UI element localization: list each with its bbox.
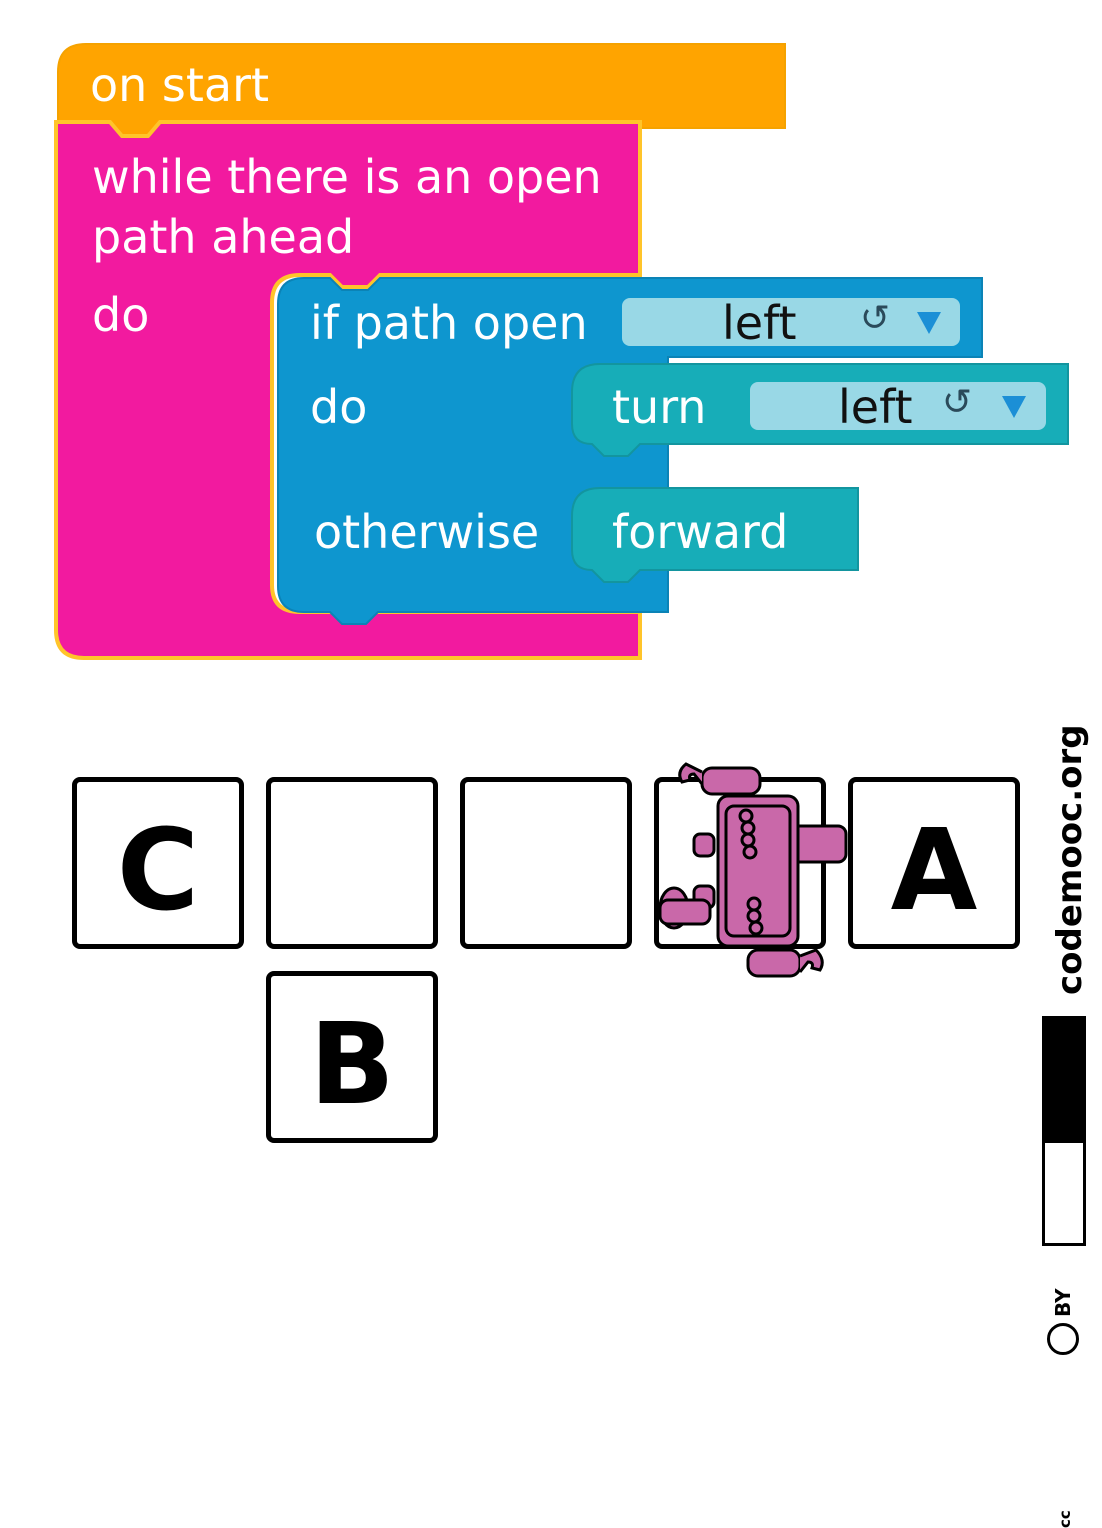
maze-cell: [266, 777, 438, 949]
maze-cell-b: B: [266, 971, 438, 1143]
rotate-left-icon: ↺: [942, 382, 973, 423]
if-do-label: do: [310, 380, 368, 434]
cell-letter: B: [309, 1000, 395, 1130]
otherwise-label: otherwise: [314, 505, 540, 559]
maze-cell-a: A: [848, 777, 1020, 949]
robot-icon: [658, 762, 848, 978]
dropdown-arrow-icon: [1002, 396, 1026, 418]
cell-letter: C: [116, 806, 200, 936]
block-workspace: on start while there is an open path ahe…: [0, 0, 1102, 680]
license-white-area: BY cc: [1045, 1141, 1083, 1528]
cc-icon: cc: [1047, 1323, 1079, 1528]
license-badge: BY cc: [1042, 1016, 1086, 1528]
maze-cell-c: C: [72, 777, 244, 949]
turn-direction-value: left: [838, 380, 913, 434]
license-by-label: BY: [1051, 1288, 1075, 1317]
forward-label: forward: [612, 505, 789, 559]
block-shapes: [54, 43, 1069, 660]
turn-direction-dropdown[interactable]: left ↺: [750, 380, 1046, 434]
while-label-line2: path ahead: [92, 210, 355, 264]
maze-cell: [460, 777, 632, 949]
turn-label: turn: [612, 380, 707, 434]
while-label-line1: while there is an open: [92, 150, 602, 204]
if-label: if path open: [310, 296, 588, 350]
site-credit: codemooc.org: [1050, 724, 1090, 995]
if-direction-value: left: [722, 296, 797, 350]
cell-letter: A: [890, 806, 978, 936]
dropdown-arrow-icon: [917, 312, 941, 334]
while-block-shape: [54, 120, 642, 660]
on-start-label: on start: [90, 58, 270, 112]
while-do-label: do: [92, 288, 150, 342]
forward-block-shape: [571, 487, 859, 583]
if-direction-dropdown[interactable]: left ↺: [622, 296, 960, 350]
cc-label: cc: [1056, 1510, 1074, 1528]
rotate-left-icon: ↺: [860, 298, 891, 339]
